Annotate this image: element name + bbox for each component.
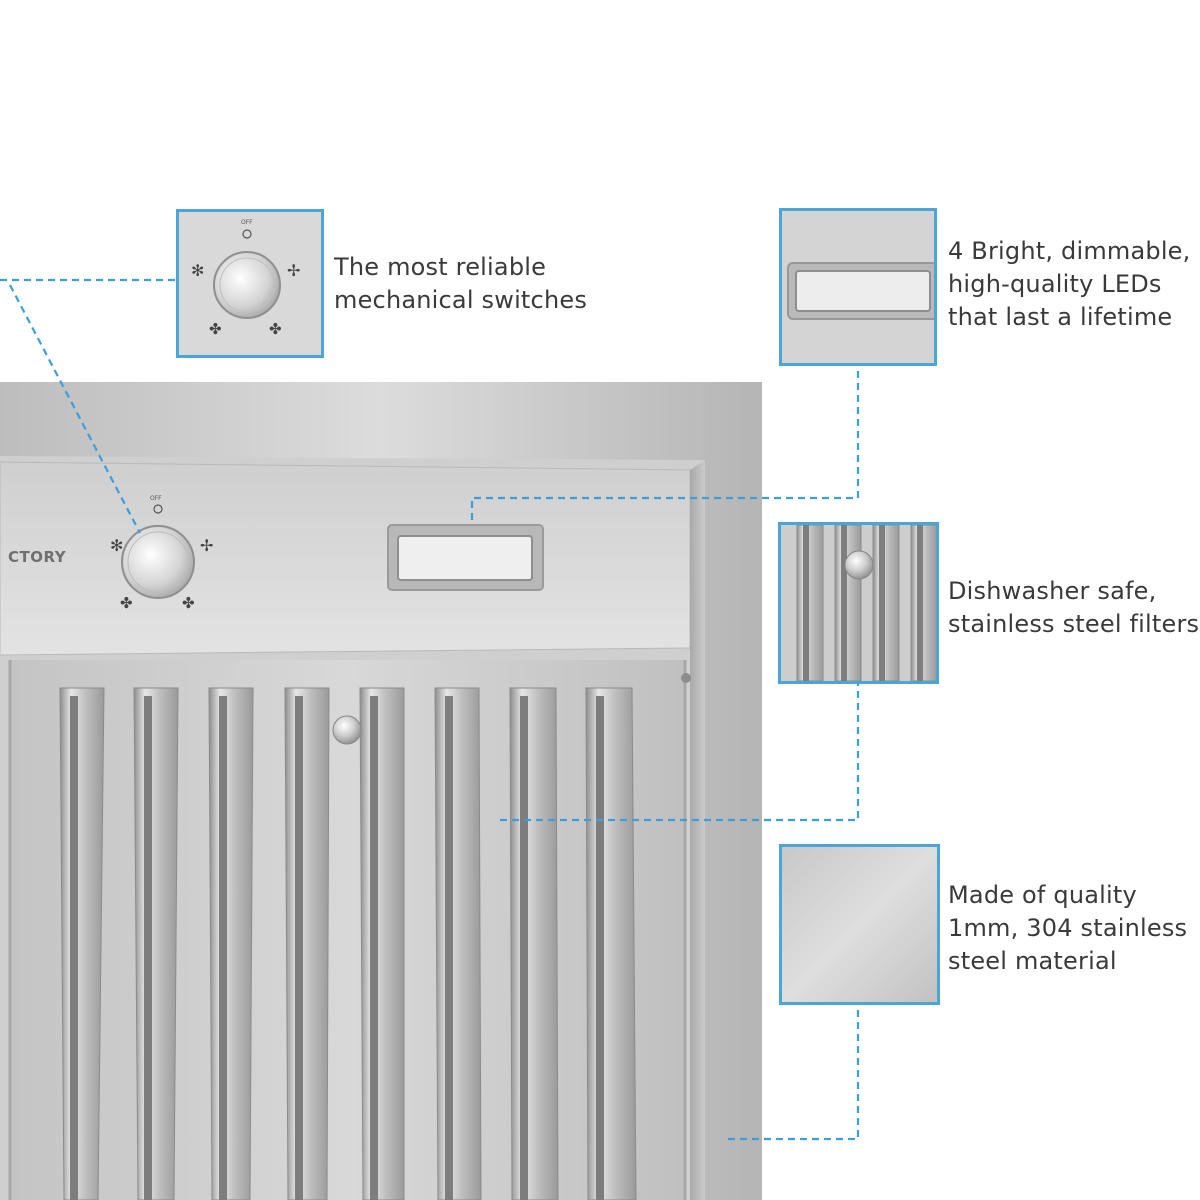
svg-text:✤: ✤ (209, 320, 222, 338)
brand-logo-text: CTORY (8, 548, 67, 566)
filter-thumbnail (778, 522, 939, 684)
led-light (387, 524, 544, 591)
material-caption: Made of quality 1mm, 304 stainless steel… (948, 881, 1188, 975)
filter-handle (332, 715, 362, 745)
led-light-icon (782, 211, 934, 363)
material-thumbnail (779, 844, 940, 1005)
baffle-filter-icon (781, 525, 936, 681)
baffle-filter-slats (59, 687, 637, 1200)
switch-caption: The most reliable mechanical switches (334, 253, 588, 314)
svg-text:✢: ✢ (287, 261, 300, 280)
steel-sheet-icon (782, 847, 937, 1002)
svg-text:✤: ✤ (120, 594, 133, 612)
led-thumbnail (779, 208, 937, 366)
filter-caption: Dishwasher safe, stainless steel filters (948, 577, 1200, 638)
svg-text:✻: ✻ (110, 536, 123, 555)
led-caption: 4 Bright, dimmable, high-quality LEDs th… (948, 237, 1191, 331)
svg-text:✻: ✻ (191, 261, 204, 280)
svg-text:✤: ✤ (269, 320, 282, 338)
control-knob: ✻ ✢ ✤ ✤ (110, 504, 213, 612)
knob-icon: ✻ ✢ ✤ ✤ (179, 212, 321, 355)
knob-off-label: OFF (150, 495, 162, 502)
svg-text:✤: ✤ (182, 594, 195, 612)
svg-text:✢: ✢ (200, 536, 213, 555)
switch-thumbnail: ✻ ✢ ✤ ✤ OFF (176, 209, 324, 358)
thumb-off-label: OFF (241, 219, 253, 226)
